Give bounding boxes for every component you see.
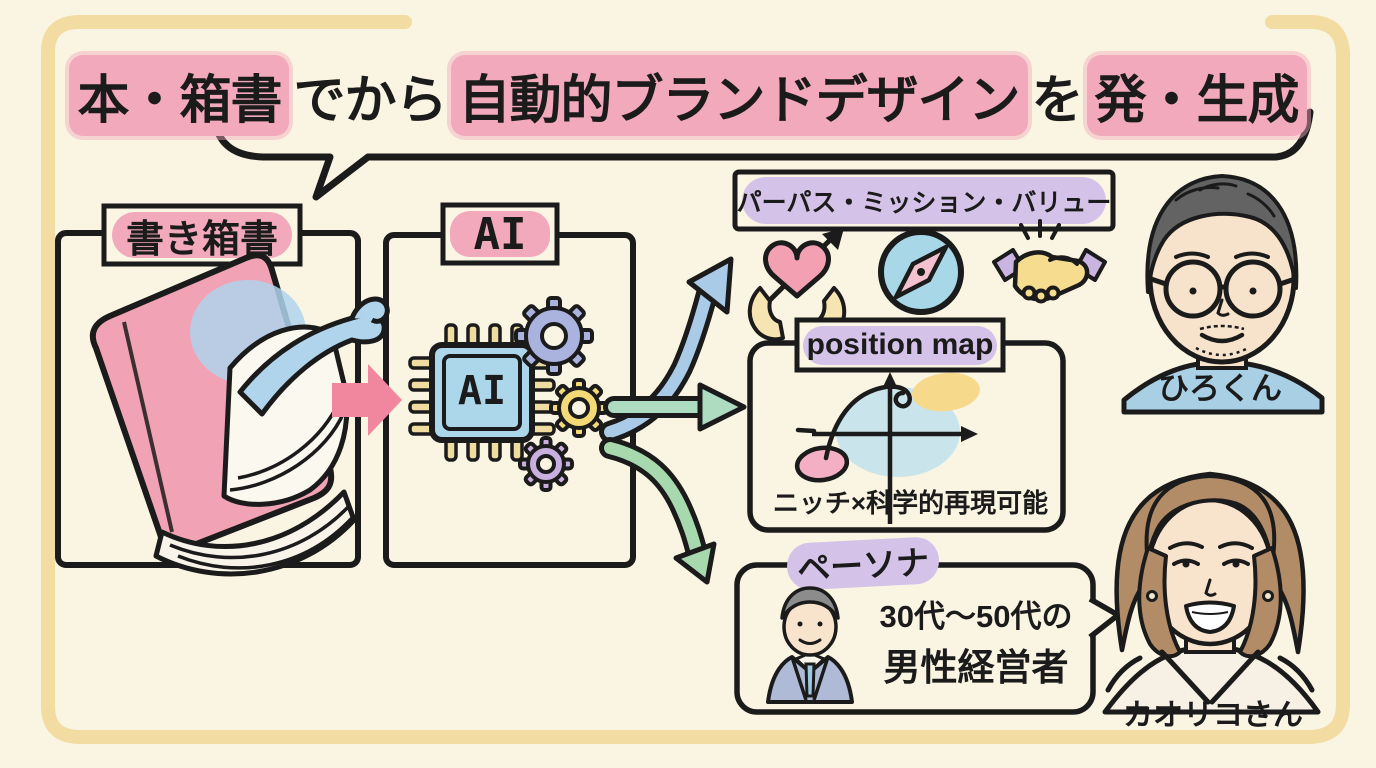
persona-description-line2: 男性経営者: [883, 647, 1069, 688]
book-icon: [89, 252, 390, 577]
title-segment-highlight: 発・生成: [1086, 54, 1307, 136]
gear-icon: [518, 436, 574, 492]
persona-bubble: [734, 537, 1121, 715]
niche-caption: ニッチ×科学的再現可能: [772, 487, 1049, 518]
title-segment-highlight: 自動的ブランドデザイン: [450, 54, 1028, 136]
title-speech-bubble: [209, 106, 1314, 201]
title-segment-highlight: 本・箱書: [69, 54, 290, 136]
ai-label: AI: [473, 208, 527, 260]
output-arrow-green-curved: [599, 437, 717, 585]
gear-icon: [549, 378, 609, 438]
character-name-hiro: ひろくん: [1158, 370, 1282, 406]
businessman-avatar: [766, 586, 854, 704]
handshake-icon: [992, 219, 1107, 304]
input-arrow: [332, 364, 402, 436]
ai-chip-text: AI: [457, 368, 507, 414]
source-label-box: [101, 203, 303, 267]
man-with-glasses-portrait: [1121, 174, 1325, 415]
purpose-mission-value-label: パーパス・ミッション・バリュー: [736, 188, 1112, 217]
position-map-box: [747, 317, 1066, 533]
woman-bob-hair-portrait: [1102, 471, 1321, 715]
persona-description-line1: 30代〜50代の: [879, 599, 1073, 634]
ai-label-box: [440, 202, 560, 266]
purpose-label-box: [732, 169, 1116, 232]
persona-description: 30代〜50代の 男性経営者: [862, 588, 1090, 696]
gear-icon: [514, 296, 594, 376]
title-segment: を: [1031, 71, 1084, 130]
title-segment: でから: [293, 71, 447, 130]
position-map-chart: [794, 372, 980, 524]
output-arrow-blue: [599, 256, 734, 443]
output-arrow-green-straight: [603, 382, 747, 432]
page-title: 本・箱書でから自動的ブランドデザインを発・生成: [69, 54, 1307, 136]
persona-label: ペーソナ: [796, 543, 931, 588]
source-label: 書き箱書: [125, 218, 278, 261]
compass-icon: [878, 229, 964, 315]
page-border: [41, 15, 1350, 744]
character-name-kaoriko: カオリコさん: [1123, 699, 1303, 732]
position-map-label: position map: [806, 328, 994, 361]
